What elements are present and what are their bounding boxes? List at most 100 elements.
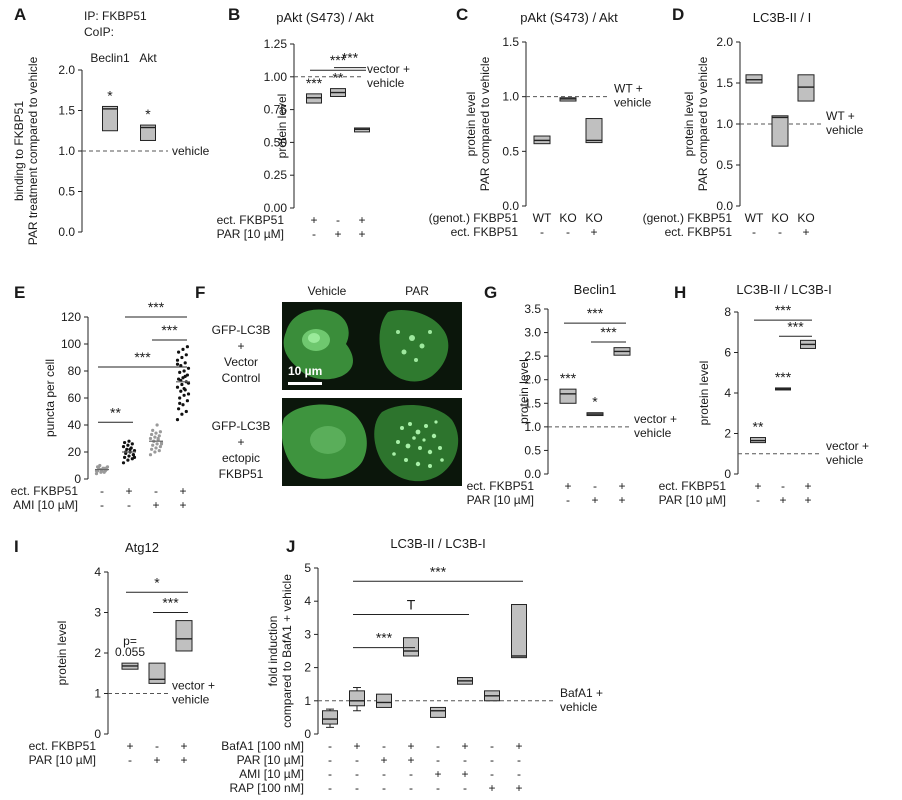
significance-label: *** xyxy=(306,75,323,91)
y-tick-label: 0.0 xyxy=(502,199,519,213)
data-point xyxy=(151,443,155,447)
data-point xyxy=(182,369,186,373)
box xyxy=(175,620,193,652)
reference-label: vehicle xyxy=(172,693,210,707)
data-point xyxy=(177,350,181,354)
y-axis-label: protein level xyxy=(517,359,531,424)
significance-label: *** xyxy=(587,305,604,321)
data-point xyxy=(185,399,189,403)
condition-value: + xyxy=(590,225,597,239)
panel-letter-c: C xyxy=(456,5,468,24)
condition-value: + xyxy=(358,227,365,241)
reference-label: vehicle xyxy=(614,96,652,110)
data-point xyxy=(132,455,137,459)
condition-row-label: ect. FKBP51 xyxy=(451,225,519,239)
y-tick-label: 1.0 xyxy=(716,117,733,131)
data-point xyxy=(126,443,130,447)
condition-value: - xyxy=(312,227,316,241)
category-label: Beclin1 xyxy=(90,51,130,65)
y-tick-label: 1 xyxy=(304,694,311,708)
y-tick-label: 20 xyxy=(68,445,82,459)
data-point xyxy=(156,436,160,441)
box xyxy=(349,690,365,707)
condition-value: - xyxy=(781,479,785,493)
panel-title: LC3B-II / I xyxy=(753,10,812,25)
data-point xyxy=(127,454,131,458)
reference-label: vector + xyxy=(367,62,410,76)
condition-value: KO xyxy=(585,211,602,225)
scale-bar xyxy=(288,382,322,385)
scale-bar-label: 10 µm xyxy=(288,364,323,378)
condition-value: - xyxy=(566,493,570,507)
row-label-line: GFP-LC3B xyxy=(211,323,271,337)
condition-row-label: AMI [10 µM] xyxy=(239,767,304,781)
condition-value: + xyxy=(334,227,341,241)
y-axis-label: protein level xyxy=(55,621,69,686)
y-tick-label: 2 xyxy=(304,661,311,675)
condition-value: - xyxy=(517,753,521,767)
y-axis-label: puncta per cell xyxy=(43,359,57,437)
data-point xyxy=(182,386,186,391)
data-point xyxy=(148,453,153,457)
row-label-line: FKBP51 xyxy=(218,467,264,481)
condition-row-label: ect. FKBP51 xyxy=(29,739,97,753)
box xyxy=(322,710,338,725)
condition-value: - xyxy=(100,498,104,512)
y-tick-label: 2.0 xyxy=(58,63,75,77)
data-point xyxy=(131,453,135,457)
box xyxy=(148,662,166,684)
panel-title: Atg12 xyxy=(125,540,159,555)
y-tick-label: 1.00 xyxy=(264,70,288,84)
y-tick-label: 0 xyxy=(74,472,81,486)
y-tick-label: 1.5 xyxy=(524,396,541,410)
y-tick-label: 0.0 xyxy=(716,199,733,213)
data-point xyxy=(175,385,180,389)
y-tick-label: 2 xyxy=(724,427,731,441)
data-point xyxy=(177,407,181,411)
y-tick-label: 5 xyxy=(304,561,311,575)
data-point xyxy=(178,401,182,405)
condition-row-label: PAR [10 µM] xyxy=(659,493,726,507)
condition-value: - xyxy=(128,753,132,767)
data-point xyxy=(182,393,186,397)
significance-label: *** xyxy=(161,322,178,338)
data-point xyxy=(150,432,154,437)
condition-value: KO xyxy=(559,211,576,225)
significance-label: *** xyxy=(162,595,179,611)
condition-value: + xyxy=(152,498,159,512)
data-point xyxy=(180,355,184,360)
significance-label: *** xyxy=(376,630,393,646)
panel-letter-b: B xyxy=(228,5,240,24)
reference-label: vector + xyxy=(634,412,677,426)
data-point xyxy=(121,445,126,449)
data-point xyxy=(181,347,185,351)
y-tick-label: 1.25 xyxy=(264,37,288,51)
condition-value: - xyxy=(752,225,756,239)
condition-value: - xyxy=(336,213,340,227)
data-point xyxy=(178,396,182,400)
significance-label: 0.055 xyxy=(115,645,145,659)
condition-value: + xyxy=(779,493,786,507)
y-tick-label: 1.0 xyxy=(524,420,541,434)
y-axis-label: protein level xyxy=(275,94,289,159)
condition-value: + xyxy=(353,739,360,753)
significance-label: T xyxy=(407,596,416,612)
significance-label: *** xyxy=(775,369,792,385)
data-point xyxy=(175,418,180,422)
data-point xyxy=(155,423,159,427)
significance-label: *** xyxy=(148,299,165,315)
y-tick-label: 3 xyxy=(94,606,101,620)
data-point xyxy=(159,442,164,446)
reference-label: vehicle xyxy=(826,123,864,137)
data-point xyxy=(180,382,184,387)
data-point xyxy=(184,409,188,414)
y-tick-label: 0.5 xyxy=(58,185,75,199)
condition-value: - xyxy=(566,225,570,239)
row-label-line: Vector xyxy=(223,355,259,369)
y-tick-label: 1 xyxy=(94,687,101,701)
y-tick-label: 2.0 xyxy=(524,373,541,387)
condition-value: + xyxy=(125,484,132,498)
condition-value: - xyxy=(355,781,359,795)
data-point xyxy=(151,428,155,432)
data-point xyxy=(148,436,153,441)
